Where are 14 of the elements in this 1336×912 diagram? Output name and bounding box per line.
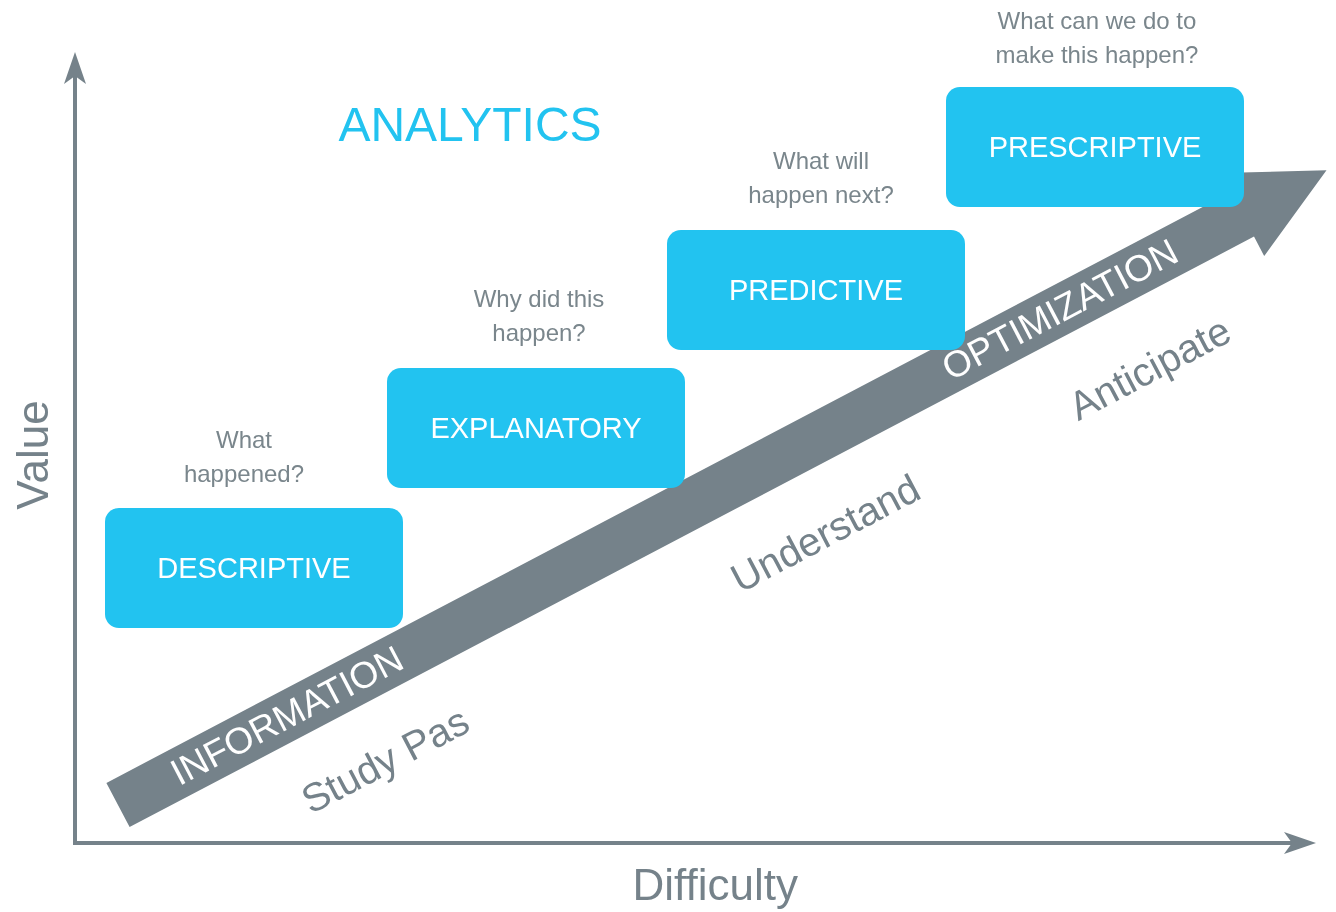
question-text: What can we do to make this happen? — [994, 6, 1200, 70]
analytics-box — [387, 368, 685, 488]
axis-label: Difficulty — [632, 860, 798, 910]
question-text: What happened? — [182, 425, 306, 489]
question-text: What will happen next? — [747, 146, 895, 210]
box-label: PREDICTIVE — [729, 273, 903, 307]
analytics-box — [946, 87, 1244, 207]
box-label: PRESCRIPTIVE — [988, 130, 1202, 164]
title: ANALYTICS — [337, 97, 603, 153]
question-text: Why did this happen? — [472, 284, 606, 348]
axis-label: Value — [7, 400, 58, 510]
analytics-box — [105, 508, 403, 628]
box-label: EXPLANATORY — [430, 411, 642, 445]
box-label: DESCRIPTIVE — [157, 551, 351, 585]
